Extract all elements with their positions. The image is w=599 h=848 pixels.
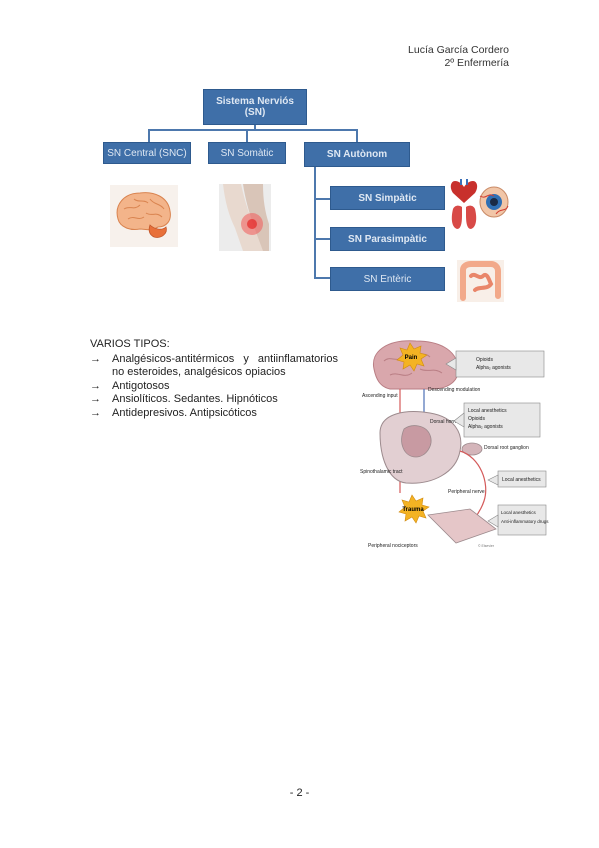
brain-image xyxy=(110,185,178,247)
list-item-text: Antidepresivos. Antipsicóticos xyxy=(112,406,257,419)
heart-lungs-image xyxy=(450,179,478,229)
sn-simpatic-box: SN Simpàtic xyxy=(330,186,445,210)
trauma-label: Trauma xyxy=(402,507,424,513)
list-item-text: Analgésicos-antitérmicos y antiinflamato… xyxy=(112,352,338,379)
connector xyxy=(314,198,330,200)
connector xyxy=(148,129,150,142)
alpha2-label: Alpha₂ agonists xyxy=(476,365,511,371)
spinothalamic-label: Spinothalamic tract xyxy=(360,469,403,475)
list-heading: VARIOS TIPOS: xyxy=(90,338,170,350)
ascending-label: Ascending input xyxy=(362,393,398,399)
knee-image xyxy=(219,184,271,251)
list-item: → Antigotosos xyxy=(90,380,338,394)
connector xyxy=(148,129,358,131)
arrow-icon: → xyxy=(90,352,101,365)
sn-central-box: SN Central (SNC) xyxy=(103,142,191,164)
list-item: → Analgésicos-antitérmicos y antiinflama… xyxy=(90,353,338,380)
intestine-image xyxy=(457,260,504,302)
list-item-text: Antigotosos xyxy=(112,379,170,392)
pain-burst xyxy=(396,342,428,372)
local-anesthetics-label-2: Local anesthetics xyxy=(502,477,541,483)
connector xyxy=(356,129,358,142)
opioids-label: Opioids xyxy=(476,357,493,363)
connector xyxy=(314,167,316,279)
list-item-text: Ansiolíticos. Sedantes. Hipnóticos xyxy=(112,393,278,405)
author-name: Lucía García Cordero xyxy=(408,44,509,56)
peripheral-nerve-label: Peripheral nerve xyxy=(448,489,485,495)
page-header: Lucía García Cordero 2º Enfermería xyxy=(408,44,509,70)
course-name: 2º Enfermería xyxy=(444,57,509,69)
local-anesthetics-label-3: Local anesthetics xyxy=(501,510,537,515)
sn-enteric-box: SN Entèric xyxy=(330,267,445,291)
opioids-label-2: Opioids xyxy=(468,416,485,422)
eye-image xyxy=(479,186,509,218)
nociceptors-label: Peripheral nociceptors xyxy=(368,543,418,549)
alpha2-label-2: Alpha₂ agonists xyxy=(468,424,503,430)
arrow-icon: → xyxy=(90,393,101,405)
dorsal-root-label: Dorsal root ganglion xyxy=(484,445,529,451)
arrow-icon: → xyxy=(90,406,101,419)
list-item: → Ansiolíticos. Sedantes. Hipnóticos xyxy=(90,393,338,407)
root-box: Sistema Nerviós (SN) xyxy=(203,89,307,125)
pain-pathway-figure: Pain Opioids Alpha₂ agonists Ascending i… xyxy=(360,340,549,549)
page-number: - 2 - xyxy=(289,787,310,799)
antiinflammatory-label: Anti-inflammatory drugs xyxy=(501,519,549,524)
connector xyxy=(314,277,330,279)
connector xyxy=(246,129,248,142)
arrow-icon: → xyxy=(90,379,101,392)
credit-label: © Elsevier xyxy=(478,544,495,548)
drug-types-list: VARIOS TIPOS: → Analgésicos-antitérmicos… xyxy=(90,338,338,420)
trauma-burst xyxy=(398,494,430,524)
descending-label: Descending modulation xyxy=(428,387,480,393)
connector xyxy=(314,238,330,240)
sn-autonom-box: SN Autònom xyxy=(304,142,410,167)
dorsal-horn-label: Dorsal horn xyxy=(430,419,456,425)
sn-parasimpatic-box: SN Parasimpàtic xyxy=(330,227,445,251)
connector xyxy=(254,125,256,130)
pain-label: Pain xyxy=(405,355,418,361)
sn-somatic-box: SN Somàtic xyxy=(208,142,286,164)
local-anesthetics-label: Local anesthetics xyxy=(468,408,507,414)
list-item: → Antidepresivos. Antipsicóticos xyxy=(90,407,338,421)
